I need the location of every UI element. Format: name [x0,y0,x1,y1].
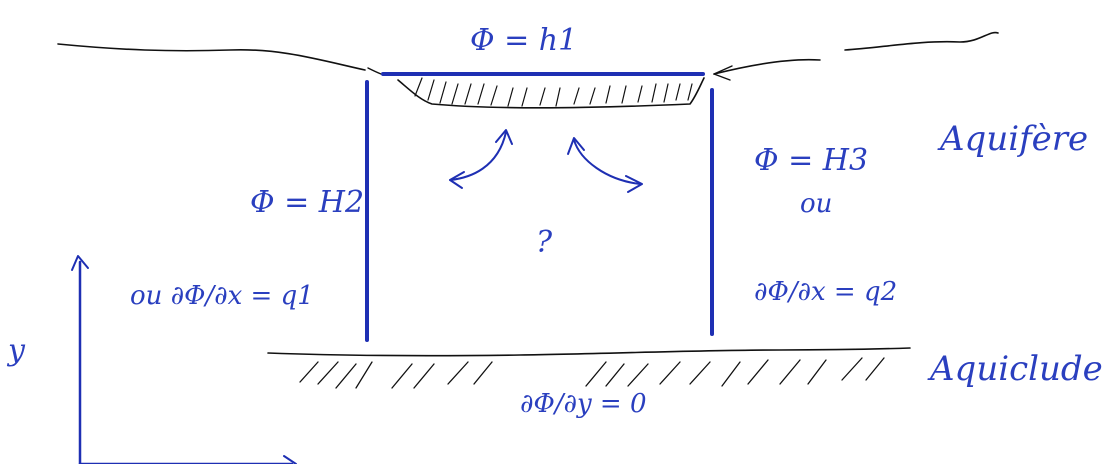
top-boundary-condition: Φ = h1 [470,23,577,58]
ground-arrow-right [713,58,821,75]
aquifer-label: Aquifère [937,119,1088,159]
flow-arrow-right-head-b [625,175,643,193]
pond-bottom [397,77,705,109]
pond-hatching [414,77,693,107]
aquiclude-line [267,347,911,357]
flow-arrow-right-head-a [567,137,585,155]
unknown-domain-mark: ? [536,225,553,260]
left-boundary-condition: Φ = H2 [250,185,364,220]
right-boundary-condition: Φ = H3 [754,143,868,178]
flow-arrow-right [573,139,641,185]
right-boundary-flux: ∂Φ/∂x = q2 [754,277,897,307]
y-axis-head [71,255,89,271]
flow-arrow-left [449,131,507,181]
aquiclude-hatching [299,357,885,389]
right-boundary-or: ou [800,189,832,219]
flow-arrow-left-head-a [449,171,465,189]
ground-surface-right [844,31,999,51]
ground-dip-left [367,67,382,75]
ground-surface-left [57,43,366,71]
y-axis-label: y [6,333,26,368]
x-axis-head [283,455,297,464]
ground-arrow-right-head [713,65,733,81]
aquiclude-label: Aquiclude [927,349,1103,389]
left-boundary-flux: ou ∂Φ/∂x = q1 [130,281,314,311]
flow-arrow-left-head-b [495,129,513,145]
bottom-boundary-condition: ∂Φ/∂y = 0 [520,389,647,419]
